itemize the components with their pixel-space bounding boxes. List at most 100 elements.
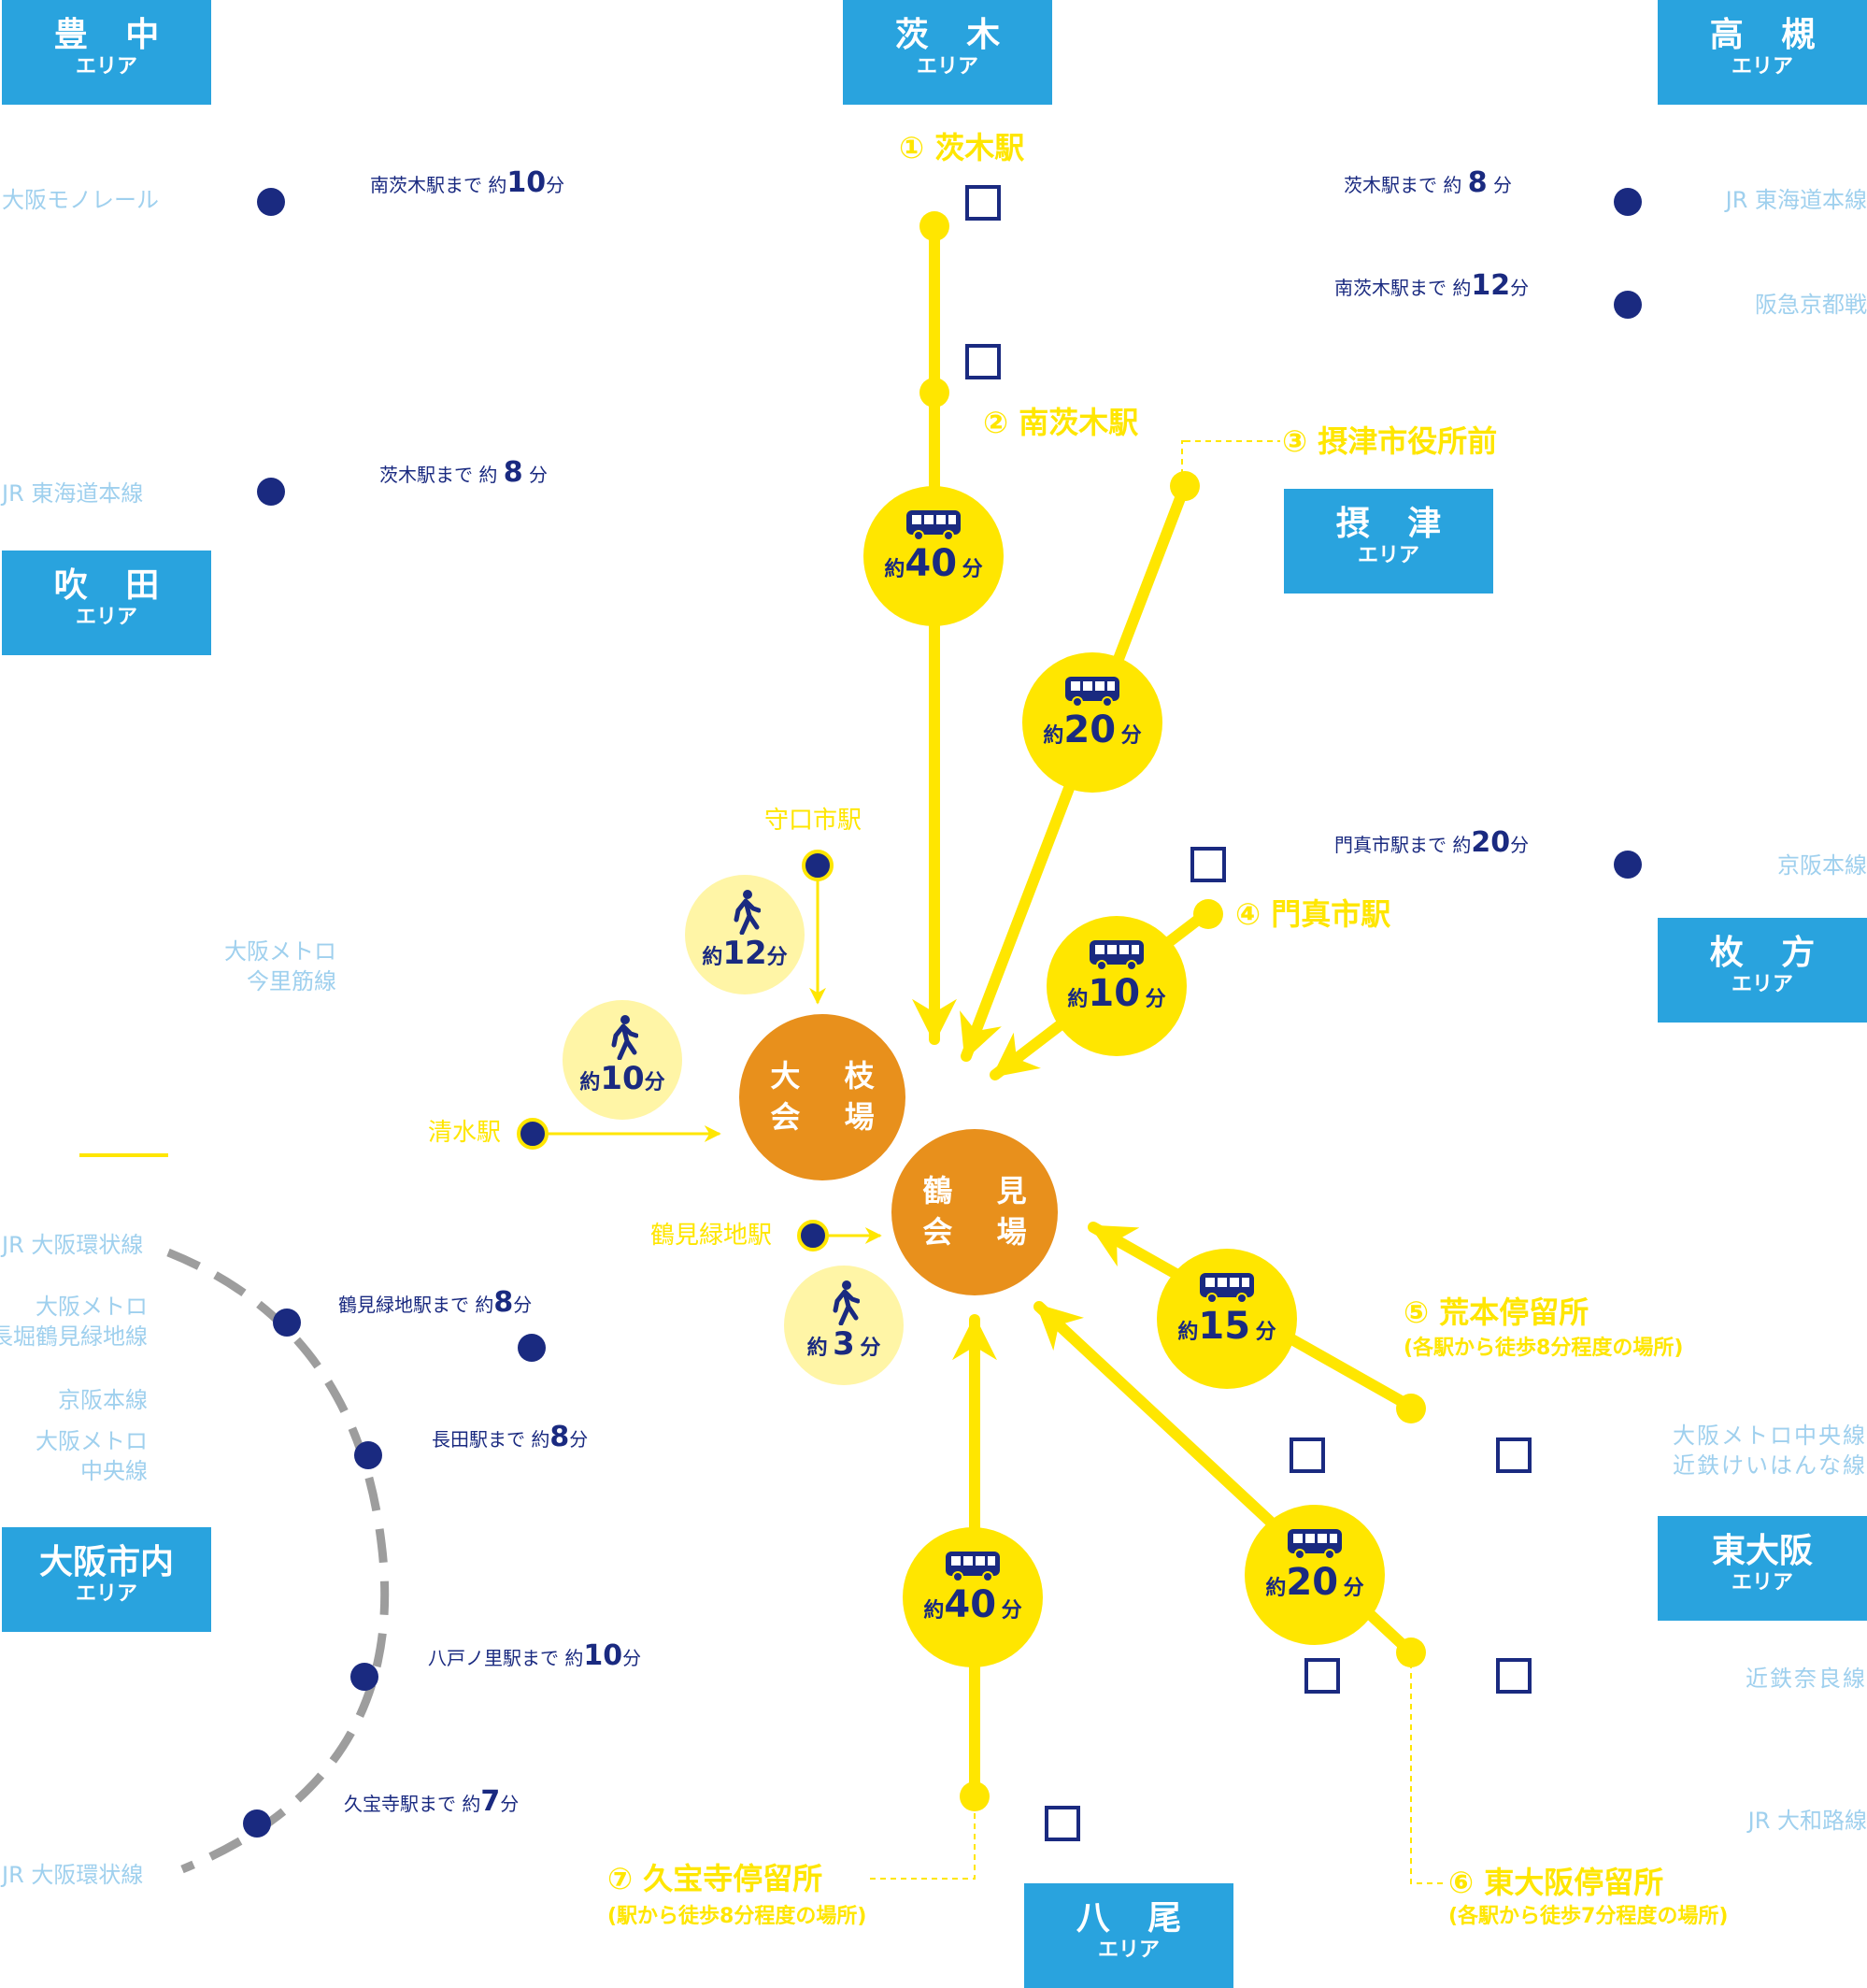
line-nagahori-1: 大阪メトロ: [36, 1294, 148, 1320]
area-name: 吹 田: [53, 566, 173, 605]
line-imazato-2: 今里筋線: [247, 968, 336, 994]
area-name: 大阪市内: [38, 1543, 174, 1581]
time-pre: 茨木駅まで 約: [1344, 174, 1462, 196]
time-suf: 分: [1510, 834, 1530, 856]
area-suita: 吹 田 エリア: [2, 551, 211, 655]
time-nagata: 長田駅まで 約8分: [432, 1419, 588, 1458]
area-name: 東大阪: [1711, 1532, 1813, 1570]
line-chuo-1: 大阪メトロ: [36, 1428, 148, 1454]
station-dot-keihan-right: [1614, 851, 1642, 879]
square-3: [1190, 847, 1226, 882]
bus-icon: [946, 1552, 1000, 1582]
time-kyuhoji: 久宝寺駅まで 約7分: [344, 1783, 519, 1823]
area-name: 高 槻: [1709, 16, 1829, 54]
bus-time-b4: 約15 分: [1157, 1249, 1297, 1389]
time-num: 8: [1467, 166, 1488, 199]
area-name: 摂 津: [1335, 505, 1455, 543]
time-pre: 久宝寺駅まで 約: [344, 1793, 481, 1815]
time-suf: 分: [569, 1428, 589, 1451]
stop-dot-ibaraki: [919, 211, 949, 241]
station-dot-loop-5: [243, 1809, 271, 1838]
walk-time-text: 約 3 分: [784, 1325, 904, 1363]
area-name: 茨 木: [894, 16, 1014, 54]
time-num: 7: [480, 1785, 501, 1818]
jr-loop-arc: [166, 1248, 390, 1874]
stop-sub-higashiosaka: (各駅から徒歩7分程度の場所): [1448, 1905, 1729, 1928]
area-sub: エリア: [1731, 973, 1793, 996]
time-pre: 茨木駅まで 約: [379, 464, 498, 486]
area-name: 枚 方: [1709, 934, 1829, 972]
area-ibaraki: 茨 木 エリア: [843, 0, 1052, 105]
stop-dot-kadoma: [1193, 899, 1223, 929]
time-num: 40: [905, 542, 958, 585]
walking-person-icon: [833, 1280, 860, 1325]
area-sub: エリア: [1731, 1571, 1793, 1595]
leader-settsu: [1181, 440, 1185, 486]
square-7: [1496, 1658, 1532, 1694]
time-num: 20: [1063, 708, 1117, 751]
station-dot-loop-1: [273, 1309, 301, 1337]
area-osaka: 大阪市内 エリア: [2, 1527, 211, 1632]
time-kadoma: 門真市駅まで 約20分: [1334, 824, 1529, 864]
line-loop-top: JR 大阪環状線: [2, 1232, 144, 1258]
time-num: 8: [503, 456, 523, 489]
stop-label-aramoto: ⑤ 荒本停留所: [1404, 1294, 1589, 1330]
line-nagahori-2: 長堀鶴見緑地線: [0, 1323, 148, 1350]
line-jr-tokaido-right: JR 東海道本線: [1725, 187, 1867, 213]
station-dot-monorail: [257, 188, 285, 216]
time-suf: 分: [622, 1647, 642, 1669]
venue-oeda: 大 枝 会 場: [739, 1014, 905, 1180]
square-5: [1496, 1437, 1532, 1473]
time-pre: 約: [579, 1071, 601, 1094]
area-toyonaka: 豊 中 エリア: [2, 0, 211, 105]
time-num: 8: [493, 1286, 514, 1319]
time-pre: 約: [1177, 1321, 1199, 1344]
time-ibaraki-right: 茨木駅まで 約 8 分: [1344, 164, 1512, 204]
area-sub: エリア: [916, 55, 978, 79]
time-pre: 約: [1067, 988, 1089, 1011]
bus-time-text: 約20 分: [1245, 1561, 1385, 1604]
stop-sub-kyuhoji: (駅から徒歩8分程度の場所): [607, 1905, 867, 1928]
station-dot-tsurumi: [797, 1220, 829, 1251]
stop-dots: [919, 211, 1426, 1811]
bus-time-text: 約40 分: [903, 1583, 1043, 1626]
time-pre: 長田駅まで 約: [432, 1428, 550, 1451]
station-name-shimizu: 清水駅: [428, 1119, 502, 1147]
line-keihan-left: 京阪本線: [58, 1387, 148, 1413]
area-sub: エリア: [75, 606, 137, 629]
time-pre: 鶴見緑地駅まで 約: [338, 1294, 494, 1316]
walk-time-text: 約12分: [685, 935, 805, 972]
area-hirakata: 枚 方 エリア: [1658, 918, 1867, 1023]
time-suf: 分: [1001, 1599, 1022, 1623]
line-loop-bottom: JR 大阪環状線: [2, 1862, 144, 1888]
area-name: 八 尾: [1076, 1899, 1195, 1938]
time-suf: 分: [766, 946, 788, 969]
station-dot-jr-right: [1614, 188, 1642, 216]
time-num: 12: [722, 935, 767, 972]
leader-lines: [869, 440, 1444, 1884]
stop-label-ibaraki: ① 茨木駅: [899, 130, 1025, 165]
square-8: [1045, 1806, 1080, 1841]
walk-time-w2: 約10分: [563, 1000, 682, 1120]
time-yaenosato: 八戸ノ里駅まで 約10分: [428, 1638, 641, 1677]
time-num: 10: [583, 1639, 623, 1672]
time-num: 8: [549, 1421, 570, 1453]
line-jr-yamatoji: JR 大和路線: [1747, 1808, 1867, 1834]
time-suf: 分: [1510, 277, 1530, 299]
area-sub: エリア: [75, 55, 137, 79]
stop-dot-higashiosaka: [1396, 1638, 1426, 1667]
stop-dot-aramoto: [1396, 1394, 1426, 1423]
area-sub: エリア: [1097, 1938, 1160, 1962]
stop-label-kadoma: ④ 門真市駅: [1235, 896, 1391, 932]
walking-person-icon: [734, 890, 761, 935]
time-suf: 分: [500, 1793, 520, 1815]
bus-icon: [906, 510, 961, 541]
bus-time-b6: 約40 分: [903, 1527, 1043, 1667]
time-suf: 分: [860, 1337, 881, 1360]
stop-label-minamiibaraki: ② 南茨木駅: [983, 405, 1139, 440]
time-num: 10: [506, 166, 547, 199]
venue-line-2: 会 場: [770, 1099, 891, 1135]
time-pre: 南茨木駅まで 約: [370, 174, 507, 196]
time-suf: 分: [513, 1294, 533, 1316]
